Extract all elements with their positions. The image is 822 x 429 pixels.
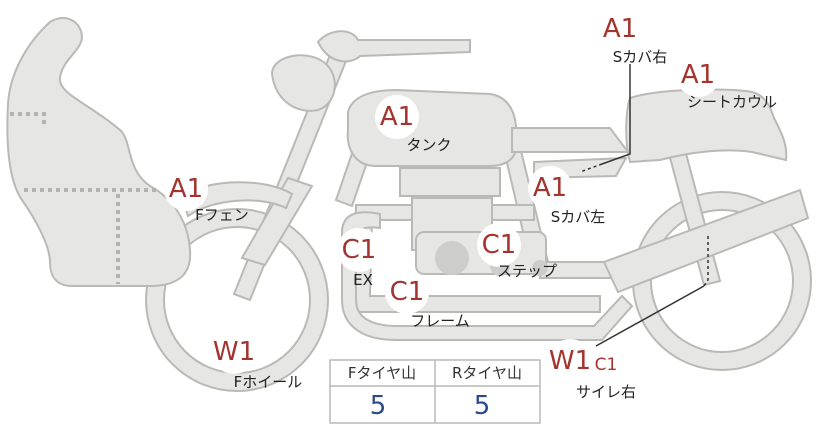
label-s-cover-left: Sカバ左 [551, 208, 606, 226]
label-s-cover-right: Sカバ右 [613, 48, 668, 66]
grade-text: C1 [482, 230, 517, 260]
label-front-wheel: Fホイール [234, 373, 303, 391]
label-step: ステップ [497, 262, 557, 280]
grade-text: A1 [533, 173, 567, 203]
grade-exhaust: C1 [337, 228, 381, 272]
leader-silencer-dash [703, 236, 709, 287]
grade-front-fender: A1 [164, 167, 208, 211]
tire-tread-table: Fタイヤ山 Rタイヤ山 5 5 [329, 359, 541, 424]
seat-cowl-shape [625, 88, 788, 164]
grade-text: C1 [390, 277, 425, 307]
grade-tank: A1 [375, 95, 419, 139]
tank-shape [346, 88, 517, 167]
grade-seat-cowl: A1 [676, 53, 720, 97]
grade-text: A1 [380, 102, 414, 132]
exhaust-pipe [341, 211, 634, 341]
grade-extra-text: C1 [595, 355, 618, 375]
leader-s-cover-right-dash [579, 163, 603, 173]
grade-front-wheel: W1 [212, 330, 256, 374]
label-tank: タンク [406, 136, 451, 154]
grade-text: A1 [169, 174, 203, 204]
headlight [270, 54, 336, 112]
label-exhaust: EX [353, 271, 373, 289]
front-fender-shape [180, 181, 294, 218]
step-peg [532, 260, 548, 276]
grade-text: W1 [549, 346, 591, 376]
grade-text: C1 [342, 235, 377, 265]
leader-silencer [595, 285, 705, 347]
leader-lines [579, 64, 709, 347]
motorcycle-silhouette [6, 17, 812, 392]
rear-tire-header: Rタイヤ山 [452, 364, 522, 382]
grade-text: A1 [603, 14, 637, 44]
fork-lower [240, 176, 314, 267]
front-wheel-shape [146, 209, 328, 391]
engine-cover [435, 241, 469, 275]
label-silencer-right: サイレ右 [576, 383, 636, 401]
grade-text: W1 [213, 337, 255, 367]
handlebar [316, 30, 471, 63]
front-wheel-outer [145, 208, 329, 392]
rear-wheel-inner [650, 209, 794, 353]
grade-silencer-right: W1 C1 [548, 339, 619, 383]
fairing-seam-top [10, 112, 46, 124]
grade-frame: C1 [385, 270, 429, 314]
engine-head [399, 167, 501, 197]
front-fairing [6, 17, 192, 287]
leader-s-cover-right [601, 64, 631, 165]
grade-s-cover-left: A1 [528, 166, 572, 210]
silencer-shape [602, 188, 810, 294]
rear-tire-value: 5 [474, 391, 491, 421]
grade-s-cover-right: A1 [598, 7, 642, 51]
label-frame: フレーム [410, 312, 470, 330]
grade-step: C1 [477, 223, 521, 267]
front-tire-value: 5 [370, 391, 387, 421]
grade-text: A1 [681, 60, 715, 90]
label-front-fender: Fフェン [195, 206, 249, 224]
seat [511, 127, 630, 153]
label-seat-cowl: シートカウル [687, 93, 777, 111]
front-tire-header: Fタイヤ山 [348, 364, 416, 382]
